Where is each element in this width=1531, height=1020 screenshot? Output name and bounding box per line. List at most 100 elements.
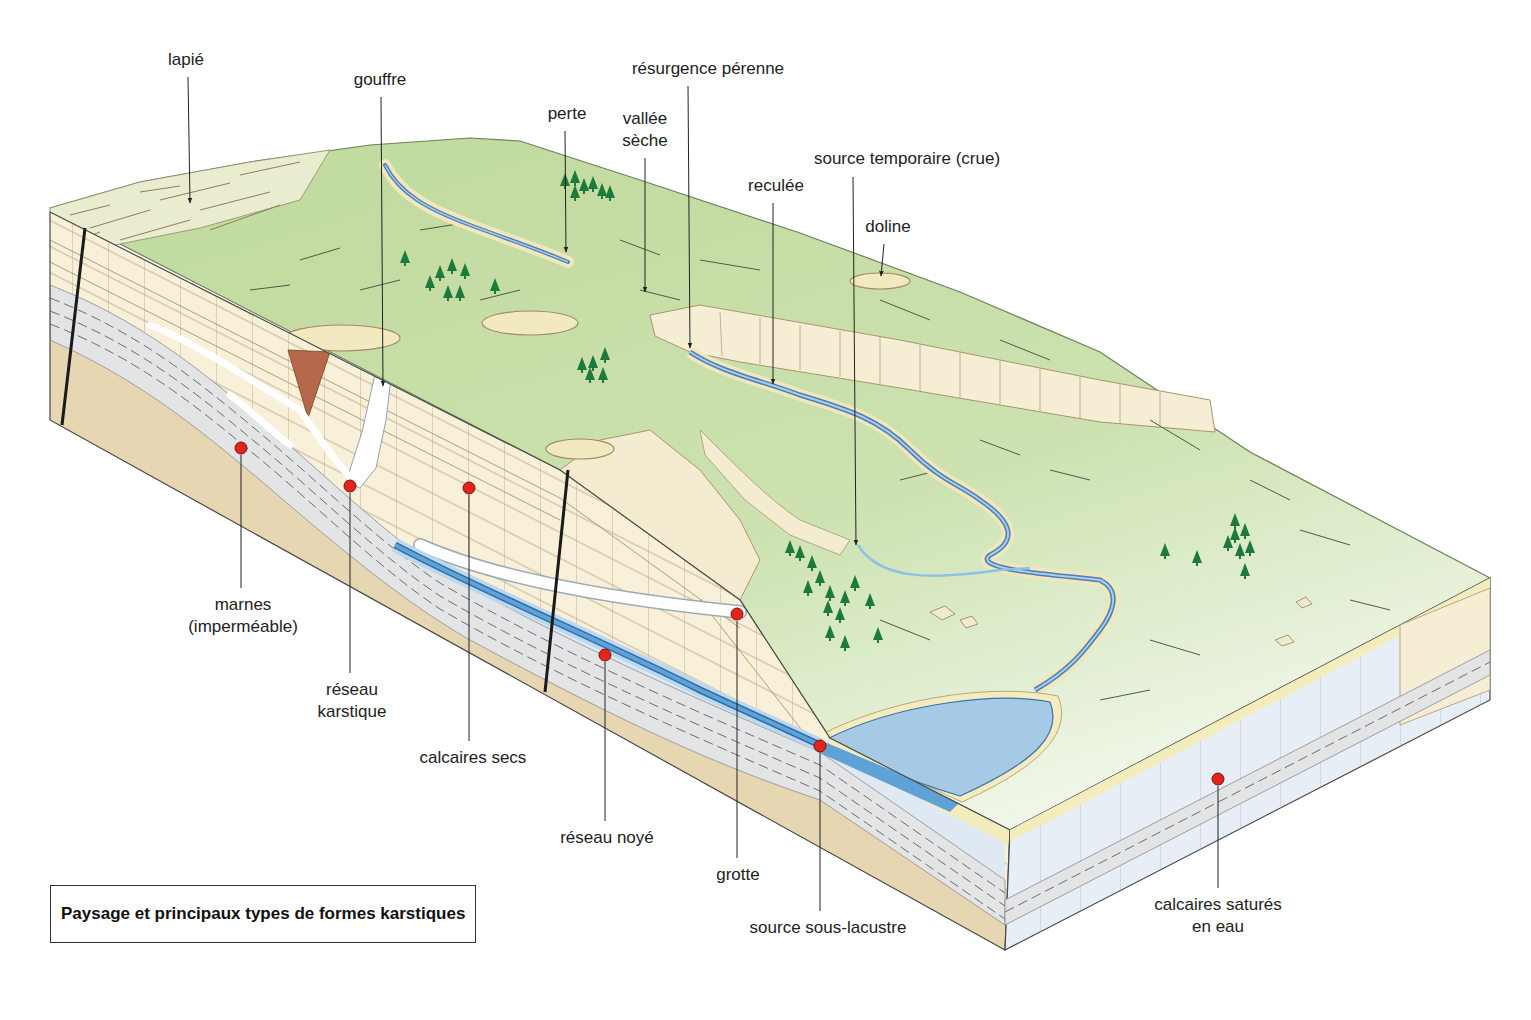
right-face-marnes xyxy=(1005,650,1490,925)
illustration-part xyxy=(570,185,580,201)
feature-label: calcaires secs xyxy=(420,747,527,769)
illustration-part xyxy=(823,600,833,616)
boulder xyxy=(930,597,1312,646)
illustration-part xyxy=(825,625,835,641)
stream xyxy=(385,165,568,262)
marker-dot xyxy=(599,649,611,661)
illustration-part xyxy=(1245,540,1255,556)
illustration-part xyxy=(435,265,445,281)
illustration-part xyxy=(840,635,850,651)
leader-line xyxy=(350,493,351,673)
illustration-part xyxy=(850,575,860,591)
illustration-part xyxy=(597,183,607,199)
temporary-stream xyxy=(858,545,1030,576)
feature-label: résurgence pérenne xyxy=(632,58,784,80)
marker-dot xyxy=(814,740,826,752)
leader-line xyxy=(565,131,566,252)
illustration-part xyxy=(605,185,615,201)
illustration-part xyxy=(577,357,587,373)
marker-dot xyxy=(344,480,356,492)
forest xyxy=(400,170,1255,651)
illustration-part xyxy=(815,570,825,586)
right-face-joints xyxy=(1005,578,1490,950)
illustration-part xyxy=(490,278,500,294)
feature-label: lapié xyxy=(168,49,204,71)
reculee-joints xyxy=(720,312,1160,428)
illustration-part xyxy=(598,367,608,383)
leader-line xyxy=(773,203,774,384)
leader-line xyxy=(188,77,190,203)
sublacustrine-water xyxy=(818,740,962,812)
feature-label: réseau noyé xyxy=(560,827,654,849)
leader-line xyxy=(645,158,646,292)
marker-dot xyxy=(1212,773,1224,785)
flooded-network xyxy=(395,545,820,745)
right-face xyxy=(1005,578,1490,950)
illustration-part xyxy=(803,580,813,596)
marnes-dashes xyxy=(50,324,1005,919)
leader-line xyxy=(881,244,884,276)
illustration-part xyxy=(785,540,795,556)
illustration-part xyxy=(579,178,589,194)
illustration-part xyxy=(447,258,457,274)
feature-label: réseau karstique xyxy=(308,679,396,723)
gouffre-shaft xyxy=(346,370,392,488)
leader-lines xyxy=(188,77,1218,911)
illustration-part xyxy=(460,263,470,279)
illustration-part xyxy=(1192,550,1202,566)
feature-label: doline xyxy=(865,216,910,238)
illustration-part xyxy=(1160,543,1170,559)
leader-line xyxy=(853,177,856,545)
marker-dot xyxy=(731,608,743,620)
marker-dot xyxy=(235,442,247,454)
feature-label: marnes (imperméable) xyxy=(181,594,306,638)
illustration-part xyxy=(873,627,883,643)
valley-cliff xyxy=(700,430,850,555)
feature-label: reculée xyxy=(748,175,804,197)
doline xyxy=(546,439,614,459)
illustration-part xyxy=(1230,513,1240,529)
illustration-part xyxy=(588,176,598,192)
front-face-outline xyxy=(50,212,1010,950)
doline xyxy=(482,311,578,335)
flooded-network xyxy=(395,545,820,745)
illustration-part xyxy=(443,285,453,301)
bedding xyxy=(50,240,830,766)
feature-label: vallée sèche xyxy=(609,108,681,152)
figure-title: Paysage et principaux types de formes ka… xyxy=(50,885,476,943)
lapie-cracks xyxy=(60,162,300,240)
leader-line xyxy=(241,455,242,588)
marnes-dashes xyxy=(50,311,1005,906)
feature-label: source temporaire (crue) xyxy=(814,148,1000,170)
marker-dots xyxy=(235,442,1224,785)
illustration-part xyxy=(585,367,595,383)
leader-line xyxy=(737,621,738,858)
fault xyxy=(62,228,85,425)
leader-line xyxy=(605,662,606,821)
leader-line xyxy=(688,86,690,348)
illustration-part xyxy=(1235,543,1245,559)
illustration-part xyxy=(807,555,817,571)
front-face xyxy=(50,212,1010,960)
feature-label: calcaires saturés en eau xyxy=(1143,894,1293,938)
illustration-part xyxy=(840,590,850,606)
illustration-part xyxy=(1230,527,1240,543)
leader-line xyxy=(1218,786,1219,888)
stream-bank xyxy=(385,165,568,262)
marnes-dashes xyxy=(50,298,1005,893)
leader-line xyxy=(820,753,821,911)
illustration-part xyxy=(600,347,610,363)
illustration-part xyxy=(400,250,410,266)
illustration-part xyxy=(1240,563,1250,579)
illustration-part xyxy=(570,170,580,186)
feature-label: perte xyxy=(548,103,587,125)
fault xyxy=(545,470,568,692)
leader-line xyxy=(381,97,383,386)
feature-label: source sous-lacustre xyxy=(750,917,907,939)
illustration-part xyxy=(425,275,435,291)
marker-dot xyxy=(463,482,475,494)
marnes-band xyxy=(50,285,1005,925)
feature-label: gouffre xyxy=(354,69,407,91)
